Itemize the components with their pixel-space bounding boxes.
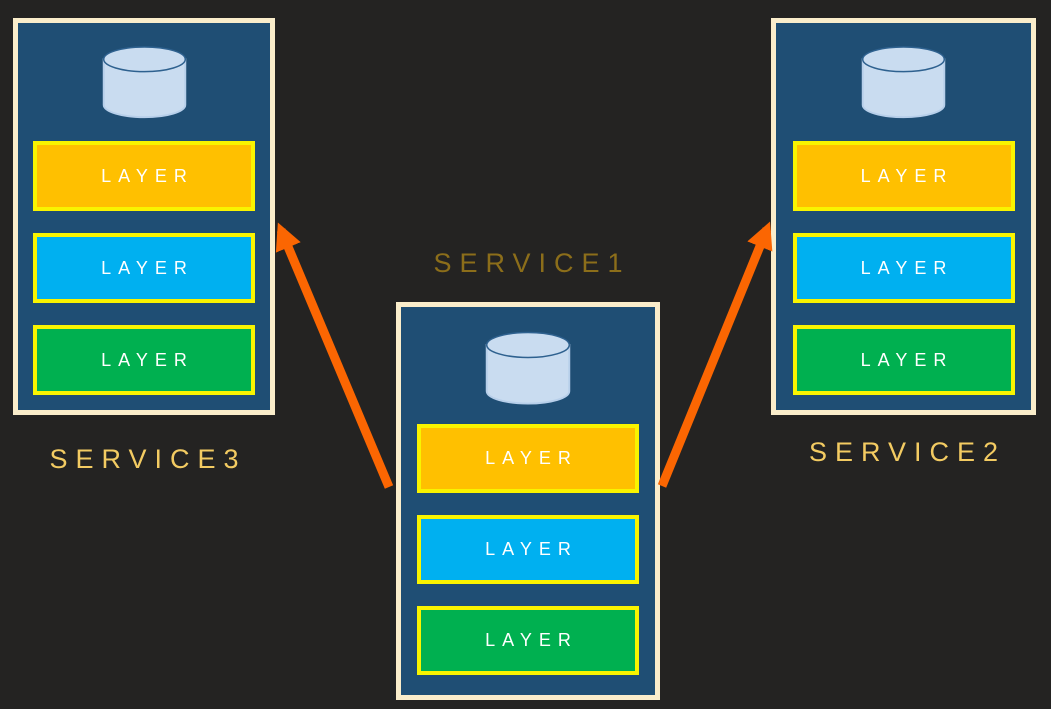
service1-panel: LAYER LAYER LAYER xyxy=(396,302,660,700)
layer-box: LAYER xyxy=(33,325,255,395)
arrow-service1-to-service2 xyxy=(657,221,773,488)
layer-label: LAYER xyxy=(485,539,578,559)
layer-label: LAYER xyxy=(860,349,954,370)
layer-label: LAYER xyxy=(485,630,578,650)
layer-label: LAYER xyxy=(860,257,954,278)
layer-box: LAYER xyxy=(417,606,639,675)
layer-box: LAYER xyxy=(792,233,1015,303)
database-icon xyxy=(861,46,946,119)
layer-box: LAYER xyxy=(417,424,639,493)
service2-panel: LAYER LAYER LAYER xyxy=(771,18,1036,415)
layer-label: LAYER xyxy=(101,349,194,370)
layer-box: LAYER xyxy=(417,515,639,584)
layer-box: LAYER xyxy=(33,141,255,211)
arrow-service1-to-service3 xyxy=(275,222,394,489)
service2-label: SERVICE2 xyxy=(808,437,1007,467)
layer-label: LAYER xyxy=(101,257,194,278)
service3-label: SERVICE3 xyxy=(49,444,247,474)
layer-box: LAYER xyxy=(33,233,255,303)
layer-label: LAYER xyxy=(101,165,194,186)
service1-label: SERVICE1 xyxy=(433,248,631,278)
layer-label: LAYER xyxy=(485,448,578,468)
layer-box: LAYER xyxy=(792,141,1015,211)
database-icon xyxy=(102,46,186,119)
service3-panel: LAYER LAYER LAYER xyxy=(13,18,275,415)
database-icon xyxy=(485,331,571,405)
layer-label: LAYER xyxy=(860,165,954,186)
layer-box: LAYER xyxy=(792,325,1015,395)
